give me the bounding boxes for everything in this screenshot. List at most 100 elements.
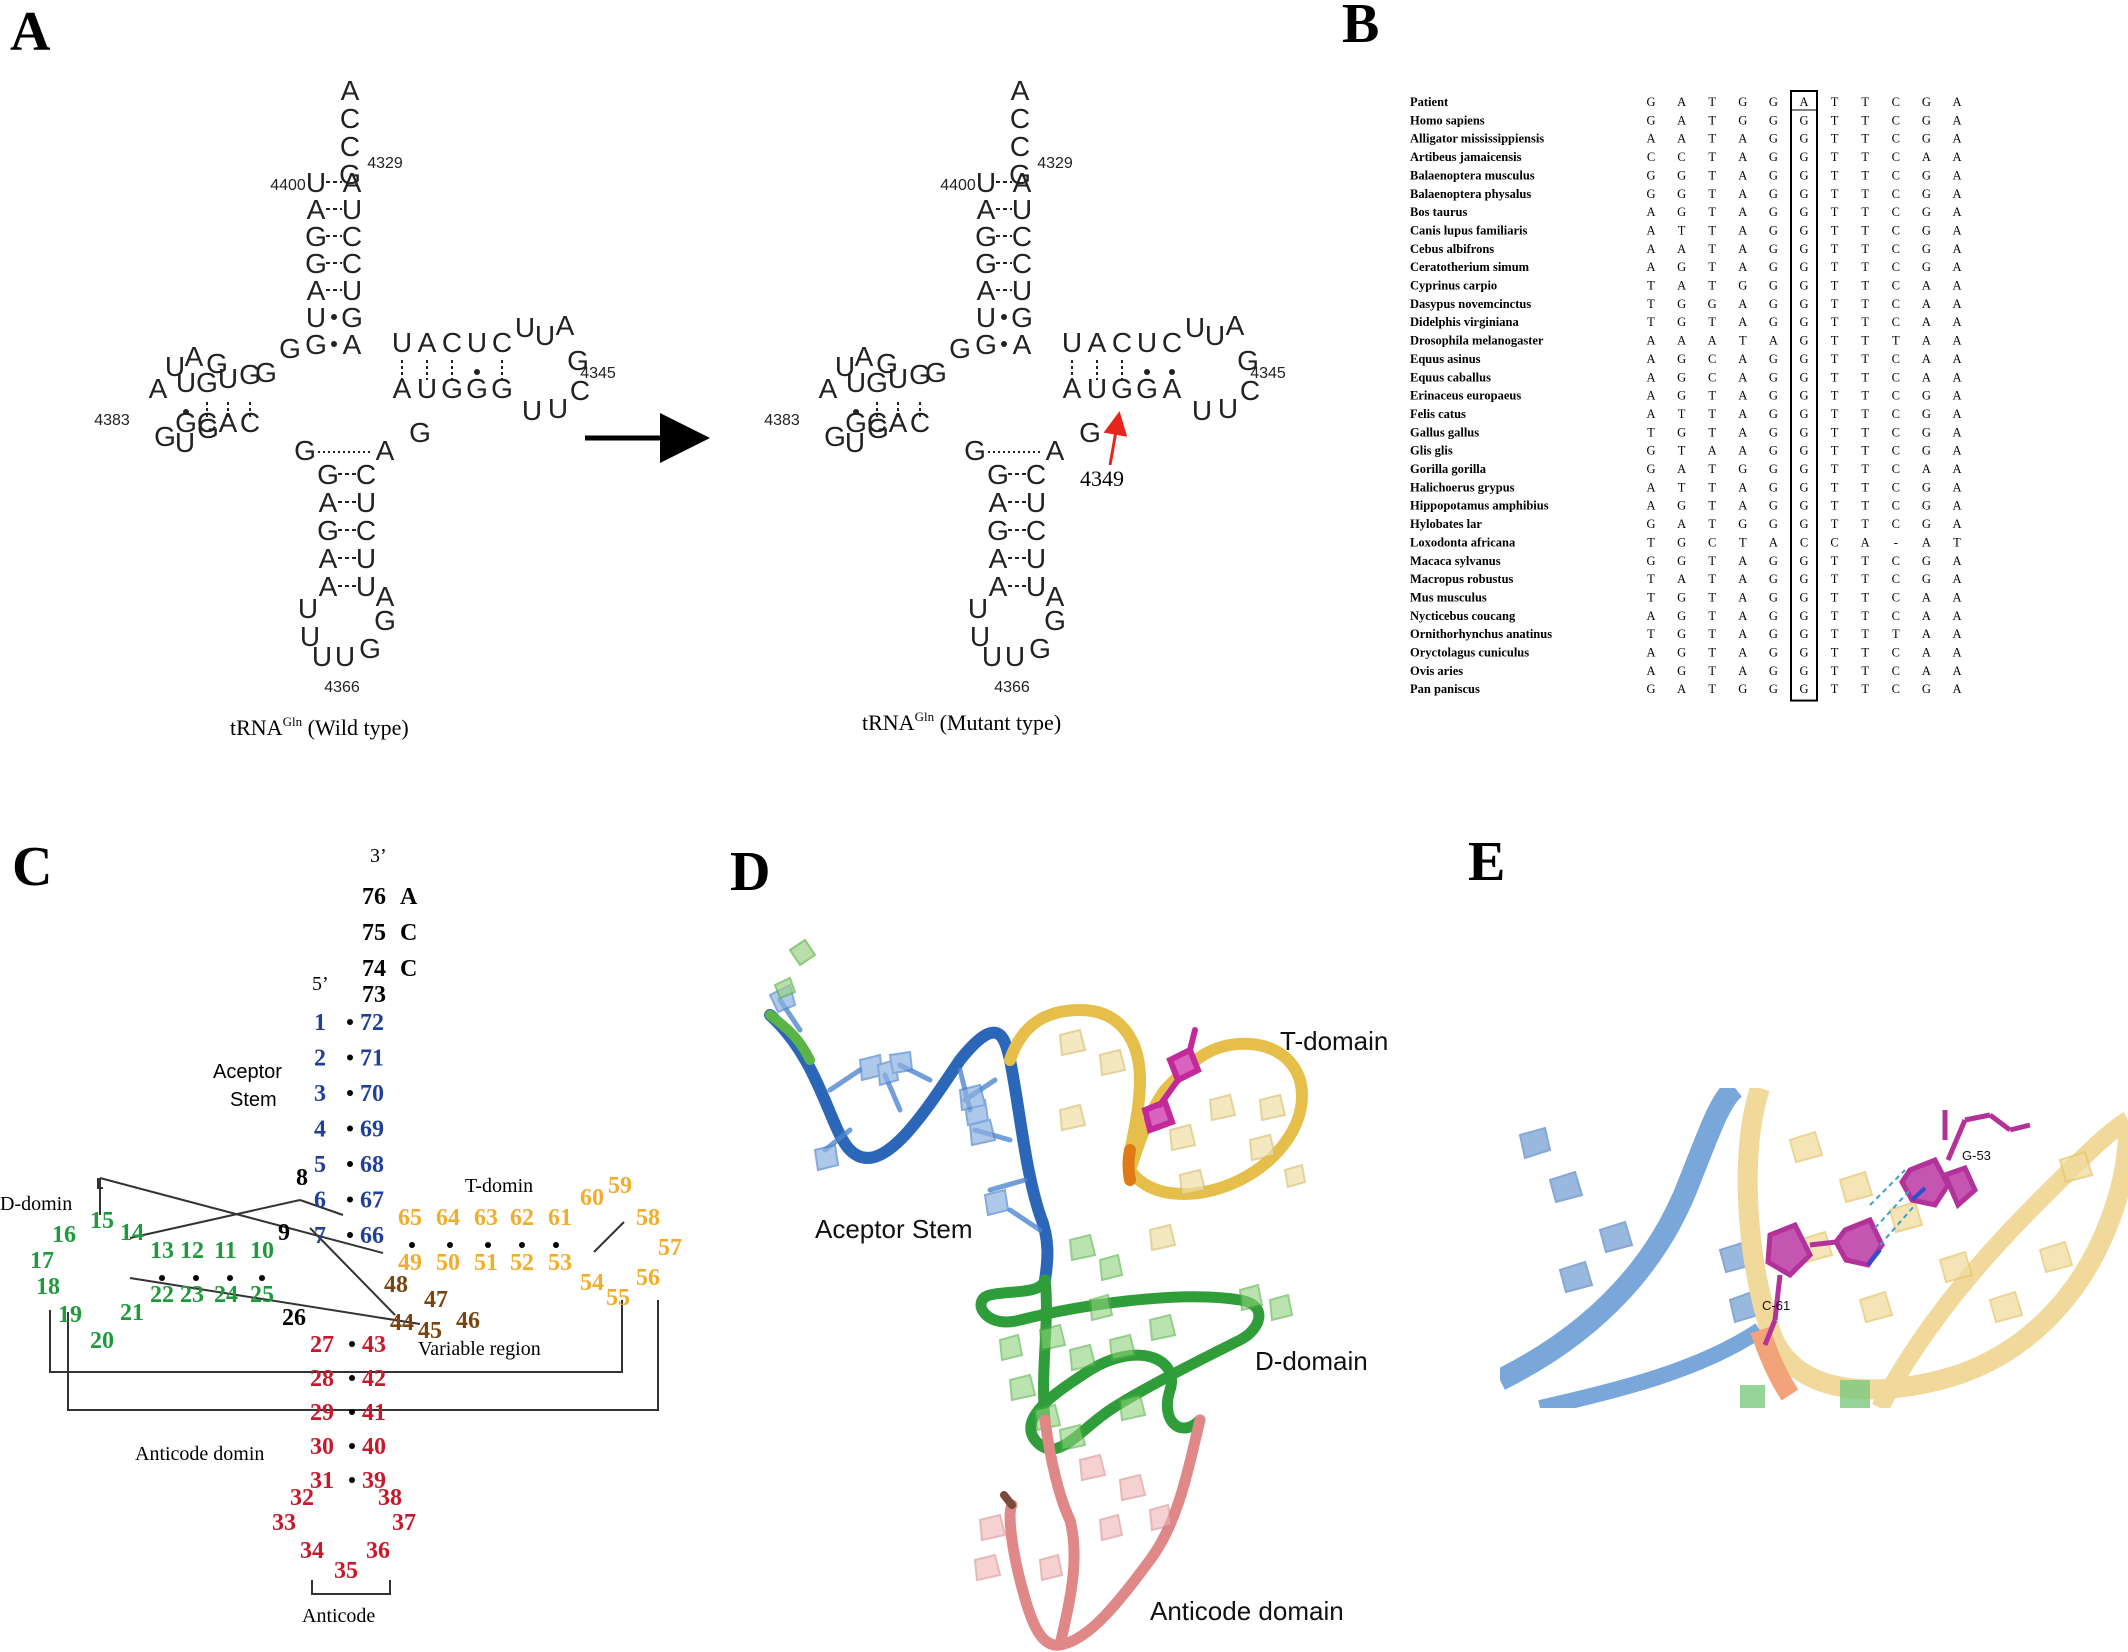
alignment-base: A — [1738, 664, 1747, 678]
acceptor-tail-base: C — [400, 956, 417, 982]
alignment-base: A — [1677, 334, 1686, 348]
species-name: Bos taurus — [1410, 205, 1467, 219]
alignment-base: A — [1738, 187, 1747, 201]
alignment-base: C — [1892, 389, 1900, 403]
alignment-base: G — [1799, 187, 1808, 201]
acceptor-label: Aceptor — [213, 1061, 282, 1083]
alignment-base: A — [1769, 535, 1778, 549]
alignment-base: A — [1922, 535, 1931, 549]
acceptor-left-number: 6 — [314, 1188, 326, 1214]
alignment-base: T — [1708, 425, 1716, 439]
alignment-base: A — [1952, 168, 1961, 182]
alignment-base: G — [1799, 279, 1808, 293]
alignment-base: G — [1769, 132, 1778, 146]
alignment-base: T — [1831, 132, 1839, 146]
alignment-base: T — [1708, 150, 1716, 164]
acceptor-tail-nt: C — [340, 103, 360, 134]
alignment-base: C — [1647, 150, 1655, 164]
anticodon-left-number: 31 — [310, 1468, 334, 1494]
alignment-base: T — [1708, 609, 1716, 623]
species-name: Loxodonta africana — [1410, 535, 1516, 549]
alignment-base: G — [1738, 279, 1747, 293]
alignment-base: A — [1952, 627, 1961, 641]
alignment-base: T — [1831, 187, 1839, 201]
wobble-dot — [331, 341, 337, 347]
pair-dot — [447, 1242, 453, 1248]
anticodon-left-nt: G — [317, 459, 339, 490]
alignment-base: G — [1769, 352, 1778, 366]
t-loop-number: 55 — [606, 1285, 630, 1311]
d-loop-nt: A — [819, 373, 838, 404]
d-stem-top-nt: U — [846, 367, 866, 398]
alignment-base: C — [1892, 370, 1900, 384]
tstem-bottom-nt: A — [393, 373, 412, 404]
alignment-base: T — [1861, 554, 1869, 568]
alignment-base: T — [1861, 407, 1869, 421]
d-loop-nt: G — [867, 413, 889, 444]
alignment-base: A — [1708, 334, 1717, 348]
acceptor-left-number: 4 — [314, 1117, 326, 1143]
alignment-base: G — [1769, 590, 1778, 604]
species-name: Oryctolagus cuniculus — [1410, 646, 1529, 660]
alignment-base: T — [1739, 535, 1747, 549]
acceptor-right-nt: G — [1011, 302, 1033, 333]
d-stem-top-nt: G — [196, 367, 218, 398]
alignment-base: T — [1647, 425, 1655, 439]
d-loop-nt: A — [185, 341, 204, 372]
alignment-base: A — [1677, 113, 1686, 127]
alignment-base: A — [1677, 517, 1686, 531]
anticodon-loop-number: 35 — [334, 1558, 358, 1584]
alignment-base: G — [1738, 462, 1747, 476]
junction-nt: G — [949, 333, 971, 364]
alignment-base: T — [1953, 535, 1961, 549]
alignment-base: G — [1677, 370, 1686, 384]
alignment-base: T — [1831, 150, 1839, 164]
t-loop-number: 54 — [580, 1270, 604, 1296]
alignment-base: T — [1831, 444, 1839, 458]
species-name: Artibeus jamaicensis — [1410, 150, 1522, 164]
anticodon-right-nt: U — [356, 487, 376, 518]
anticodon-loop-nt: U — [970, 621, 990, 652]
d-domain-label: D-domin — [0, 1193, 72, 1215]
pair-dot — [259, 1275, 265, 1281]
alignment-base: G — [1769, 187, 1778, 201]
alignment-base: G — [1769, 609, 1778, 623]
alignment-base: G — [1646, 95, 1655, 109]
alignment-base: A — [1646, 370, 1655, 384]
junction-nt: G — [294, 435, 316, 466]
alignment-base: T — [1831, 590, 1839, 604]
t-stem-bottom-number: 51 — [474, 1250, 498, 1276]
alignment-base: G — [1769, 370, 1778, 384]
pair-dot — [349, 1443, 355, 1449]
alignment-base: G — [1677, 627, 1686, 641]
alignment-base: A — [1738, 260, 1747, 274]
alignment-base: A — [1738, 480, 1747, 494]
number-73: 73 — [362, 982, 386, 1008]
d-stem-top-nt: U — [176, 367, 196, 398]
alignment-base: T — [1678, 444, 1686, 458]
alignment-base: T — [1861, 260, 1869, 274]
alignment-base: A — [1646, 480, 1655, 494]
variable-region-number: 48 — [384, 1272, 408, 1298]
alignment-base: T — [1831, 554, 1839, 568]
c61-label: C-61 — [1762, 1298, 1790, 1313]
d-loop-nt: G — [197, 413, 219, 444]
alignment-base: A — [1646, 646, 1655, 660]
alignment-base: G — [1677, 205, 1686, 219]
alignment-base: G — [1922, 168, 1931, 182]
junction-nt: G — [409, 417, 431, 448]
alignment-base: G — [1922, 517, 1931, 531]
alignment-base: A — [1922, 462, 1931, 476]
alignment-base: T — [1861, 168, 1869, 182]
alignment-base: A — [1646, 260, 1655, 274]
alignment-base: G — [1769, 462, 1778, 476]
d-stem-bottom-nt: C — [910, 407, 930, 438]
d-loop-number: 15 — [90, 1208, 114, 1234]
alignment-base: T — [1708, 315, 1716, 329]
alignment-base: G — [1922, 480, 1931, 494]
alignment-base: G — [1769, 407, 1778, 421]
alignment-base: T — [1831, 315, 1839, 329]
alignment-base: G — [1769, 627, 1778, 641]
